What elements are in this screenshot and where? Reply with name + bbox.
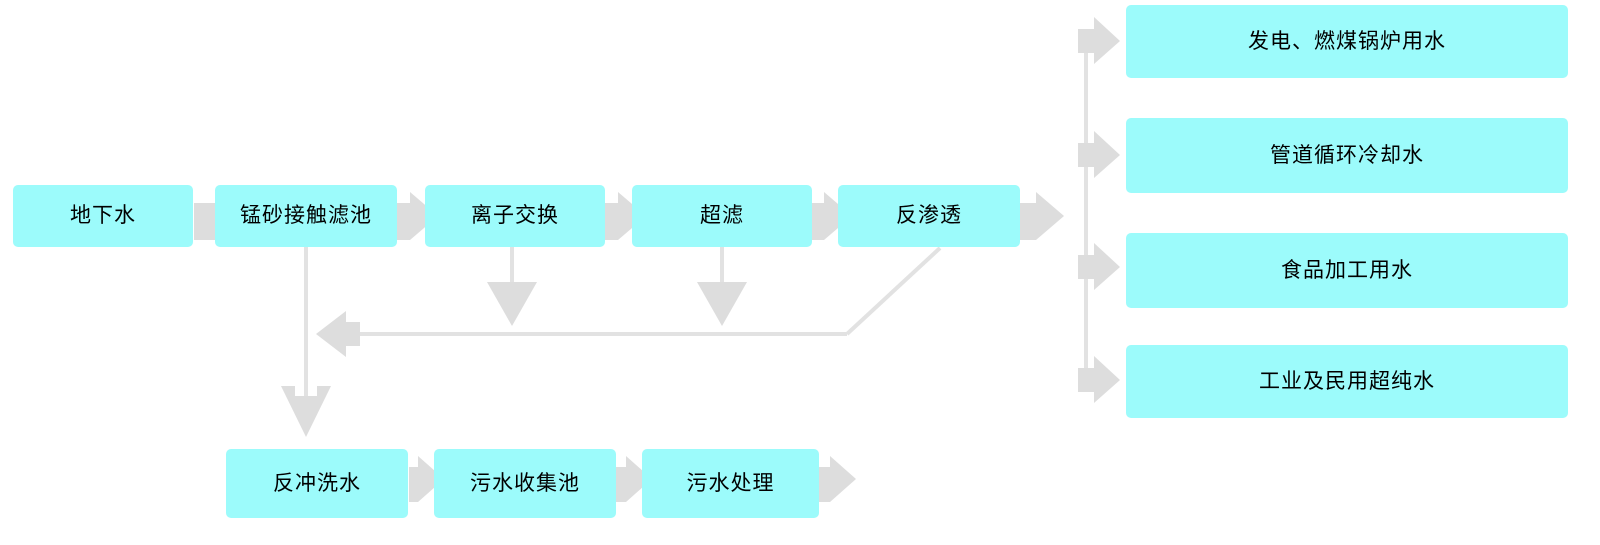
node-manganese-sand-filter-label: 锰砂接触滤池 [240,204,372,228]
arrow-treatment-out [819,456,856,502]
arrow-branch-output-1 [1078,17,1120,64]
node-groundwater-label: 地下水 [70,204,136,228]
line-reverse-osmosis-diagonal [845,246,942,336]
node-backwash-water[interactable]: 反冲洗水 [226,449,408,518]
arrow-reverse-osmosis-to-outputs [1018,192,1064,240]
arrow-branch-output-2 [1078,131,1120,178]
node-ion-exchange-label: 离子交换 [471,204,559,228]
arrow-manganese-to-backwash [281,386,331,437]
node-power-boiler-water-label: 发电、燃煤锅炉用水 [1248,29,1446,53]
node-ultrafiltration[interactable]: 超滤 [632,185,812,247]
node-sewage-collection-tank-label: 污水收集池 [470,471,580,495]
node-pipeline-cooling-water-label: 管道循环冷却水 [1270,143,1424,167]
node-manganese-sand-filter[interactable]: 锰砂接触滤池 [215,185,397,247]
arrow-waste-merge-left [316,311,360,357]
arrow-ultrafiltration-waste [697,282,747,326]
node-sewage-treatment[interactable]: 污水处理 [642,449,819,518]
node-reverse-osmosis[interactable]: 反渗透 [838,185,1020,247]
node-pipeline-cooling-water[interactable]: 管道循环冷却水 [1126,118,1568,193]
node-sewage-collection-tank[interactable]: 污水收集池 [434,449,616,518]
node-reverse-osmosis-label: 反渗透 [896,204,962,228]
node-power-boiler-water[interactable]: 发电、燃煤锅炉用水 [1126,5,1568,78]
node-backwash-water-label: 反冲洗水 [273,471,361,495]
arrow-branch-output-3 [1078,243,1120,290]
node-industrial-ultrapure-water[interactable]: 工业及民用超纯水 [1126,345,1568,418]
node-sewage-treatment-label: 污水处理 [686,471,775,495]
node-food-processing-water-label: 食品加工用水 [1281,258,1413,282]
node-ultrafiltration-label: 超滤 [700,204,744,228]
arrow-ion-exchange-waste [487,282,537,326]
node-groundwater[interactable]: 地下水 [13,185,193,247]
node-industrial-ultrapure-water-label: 工业及民用超纯水 [1259,369,1435,393]
node-ion-exchange[interactable]: 离子交换 [425,185,605,247]
arrow-branch-output-4 [1078,356,1120,403]
node-food-processing-water[interactable]: 食品加工用水 [1126,233,1568,308]
